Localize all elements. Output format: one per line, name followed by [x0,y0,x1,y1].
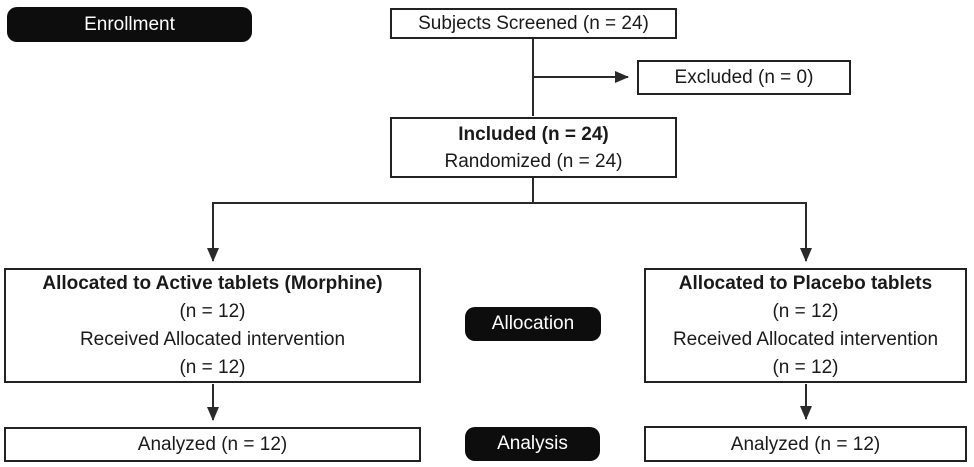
allocated-placebo-title: Allocated to Placebo tablets [678,272,933,294]
box-excluded: Excluded (n = 0) [637,60,851,95]
allocated-active-received: Received Allocated intervention [79,328,346,350]
analyzed-placebo-text: Analyzed (n = 12) [730,433,881,455]
randomized-text: Randomized (n = 24) [444,150,623,172]
box-subjects-screened: Subjects Screened (n = 24) [390,8,677,39]
box-allocated-placebo: Allocated to Placebo tablets (n = 12) Re… [644,268,967,383]
allocated-placebo-received: Received Allocated intervention [672,328,939,350]
included-title: Included (n = 24) [458,123,609,145]
box-analyzed-placebo: Analyzed (n = 12) [644,426,967,462]
analyzed-active-text: Analyzed (n = 12) [137,434,288,455]
enrollment-label: Enrollment [84,13,175,35]
box-allocated-active: Allocated to Active tablets (Morphine) (… [4,268,421,383]
allocated-placebo-received-n: (n = 12) [772,356,839,378]
allocated-active-n: (n = 12) [179,300,246,322]
box-included-randomized: Included (n = 24) Randomized (n = 24) [390,117,677,178]
stage-badge-allocation: Allocation [465,307,601,341]
analysis-label: Analysis [497,433,568,454]
excluded-text: Excluded (n = 0) [674,67,814,88]
allocated-active-received-n: (n = 12) [179,356,246,378]
stage-badge-analysis: Analysis [465,427,600,461]
allocation-label: Allocation [491,313,575,334]
subjects-screened-text: Subjects Screened (n = 24) [418,13,649,34]
allocated-active-title: Allocated to Active tablets (Morphine) [42,272,383,294]
allocated-placebo-n: (n = 12) [772,300,839,322]
box-analyzed-active: Analyzed (n = 12) [4,427,421,462]
stage-badge-enrollment: Enrollment [7,7,252,42]
